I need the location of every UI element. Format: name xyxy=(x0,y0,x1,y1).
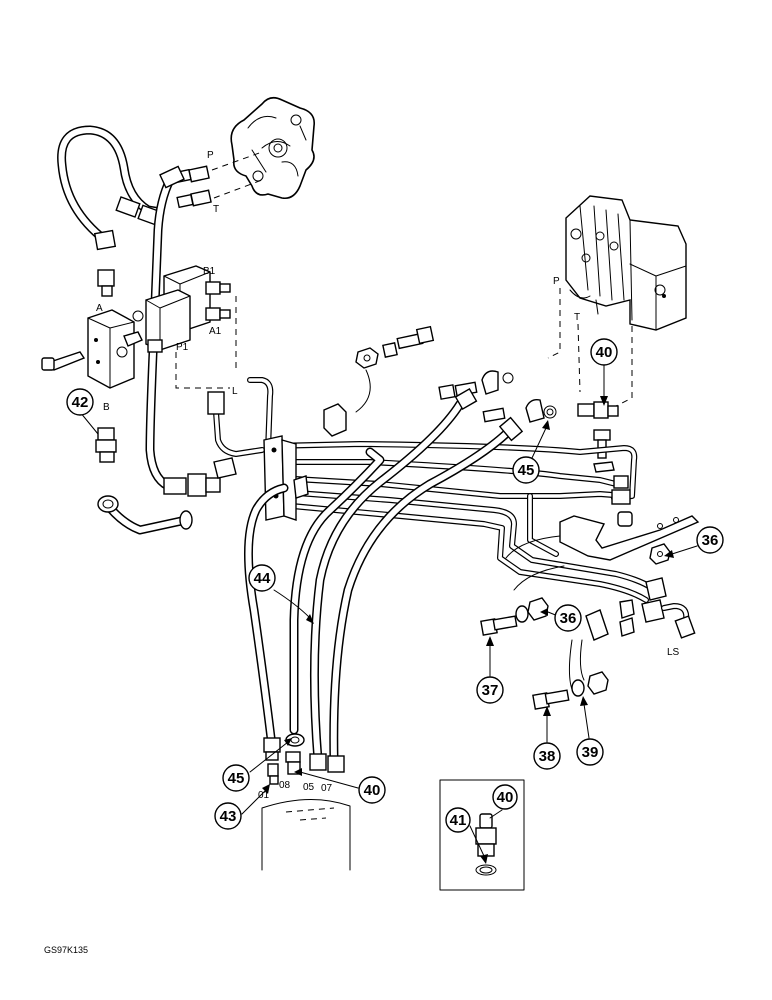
port-label-p1: P1 xyxy=(176,342,189,353)
port-label-b: B xyxy=(103,402,110,413)
looped-hose: A xyxy=(57,125,165,314)
pipe-clamp-top xyxy=(438,370,557,423)
port-label-01: 01 xyxy=(258,790,270,801)
callout-37-label: 37 xyxy=(482,682,499,699)
elbow-pipe-l: L xyxy=(207,377,274,479)
port-label-08: 08 xyxy=(279,780,291,791)
callout-36-right-label: 36 xyxy=(702,532,719,549)
callout-38: 38 xyxy=(533,742,561,770)
callout-40-valve: 40 xyxy=(590,338,618,366)
bolts-lower-right xyxy=(480,597,635,710)
port-label-l: L xyxy=(232,386,238,397)
adapter-40 xyxy=(577,401,619,419)
callout-40-tank-label: 40 xyxy=(364,782,381,799)
callout-41: 41 xyxy=(445,807,471,833)
callout-45-lower-label: 45 xyxy=(228,770,245,787)
callout-42: 42 xyxy=(66,388,94,416)
callout-40-inset-label: 40 xyxy=(497,789,514,806)
port-label-ls: LS xyxy=(667,647,680,658)
leader-lines xyxy=(241,363,698,864)
callout-40-valve-label: 40 xyxy=(596,344,613,361)
port-label-05: 05 xyxy=(303,782,315,793)
callout-43: 43 xyxy=(214,802,242,830)
callout-45-upper: 45 xyxy=(512,456,540,484)
port-label-p-right: P xyxy=(553,276,560,287)
callout-36-right: 36 xyxy=(696,526,724,554)
solenoid-valve: B1 A1 P1 xyxy=(132,265,237,389)
port-label-p-top: P xyxy=(207,150,214,161)
callout-45-upper-label: 45 xyxy=(518,462,535,479)
port-label-07: 07 xyxy=(321,783,333,794)
elbow-pipe-left xyxy=(97,495,193,535)
callout-45-lower: 45 xyxy=(222,764,250,792)
port-label-t-top: T xyxy=(213,204,219,215)
drawing-code: GS97K135 xyxy=(44,945,88,955)
callout-36-center-label: 36 xyxy=(560,610,577,627)
callout-38-label: 38 xyxy=(539,748,556,765)
port-label-t-right: T xyxy=(574,312,580,323)
manifold-block: B xyxy=(41,309,143,413)
callout-43-label: 43 xyxy=(220,808,237,825)
hydraulic-pump xyxy=(211,96,316,200)
control-valve-bank: P T xyxy=(547,195,687,409)
inset-detail-box xyxy=(439,779,525,891)
pump-port-fittings: P T xyxy=(174,150,219,215)
port-label-a1: A1 xyxy=(209,326,222,337)
bundle-end-fittings: LS xyxy=(611,475,696,658)
callout-40-tank: 40 xyxy=(358,776,386,804)
long-hoses xyxy=(243,387,524,765)
callout-44-label: 44 xyxy=(254,570,271,587)
port-label-b1: B1 xyxy=(203,266,216,277)
nut-bolt-top xyxy=(323,325,435,437)
callout-36-center: 36 xyxy=(554,604,582,632)
callout-41-label: 41 xyxy=(450,812,467,829)
mounting-bracket-right xyxy=(559,515,700,565)
callout-39-label: 39 xyxy=(582,744,599,761)
port-label-a: A xyxy=(96,303,103,314)
tank-outline xyxy=(261,799,351,871)
callout-37: 37 xyxy=(476,676,504,704)
callout-44: 44 xyxy=(248,564,276,592)
fitting-42 xyxy=(79,411,117,463)
callout-40-inset: 40 xyxy=(492,784,518,810)
callout-39: 39 xyxy=(576,738,604,766)
bottom-hose-fittings xyxy=(263,733,345,785)
vertical-pump-hose xyxy=(145,165,221,497)
callout-42-label: 42 xyxy=(72,394,89,411)
